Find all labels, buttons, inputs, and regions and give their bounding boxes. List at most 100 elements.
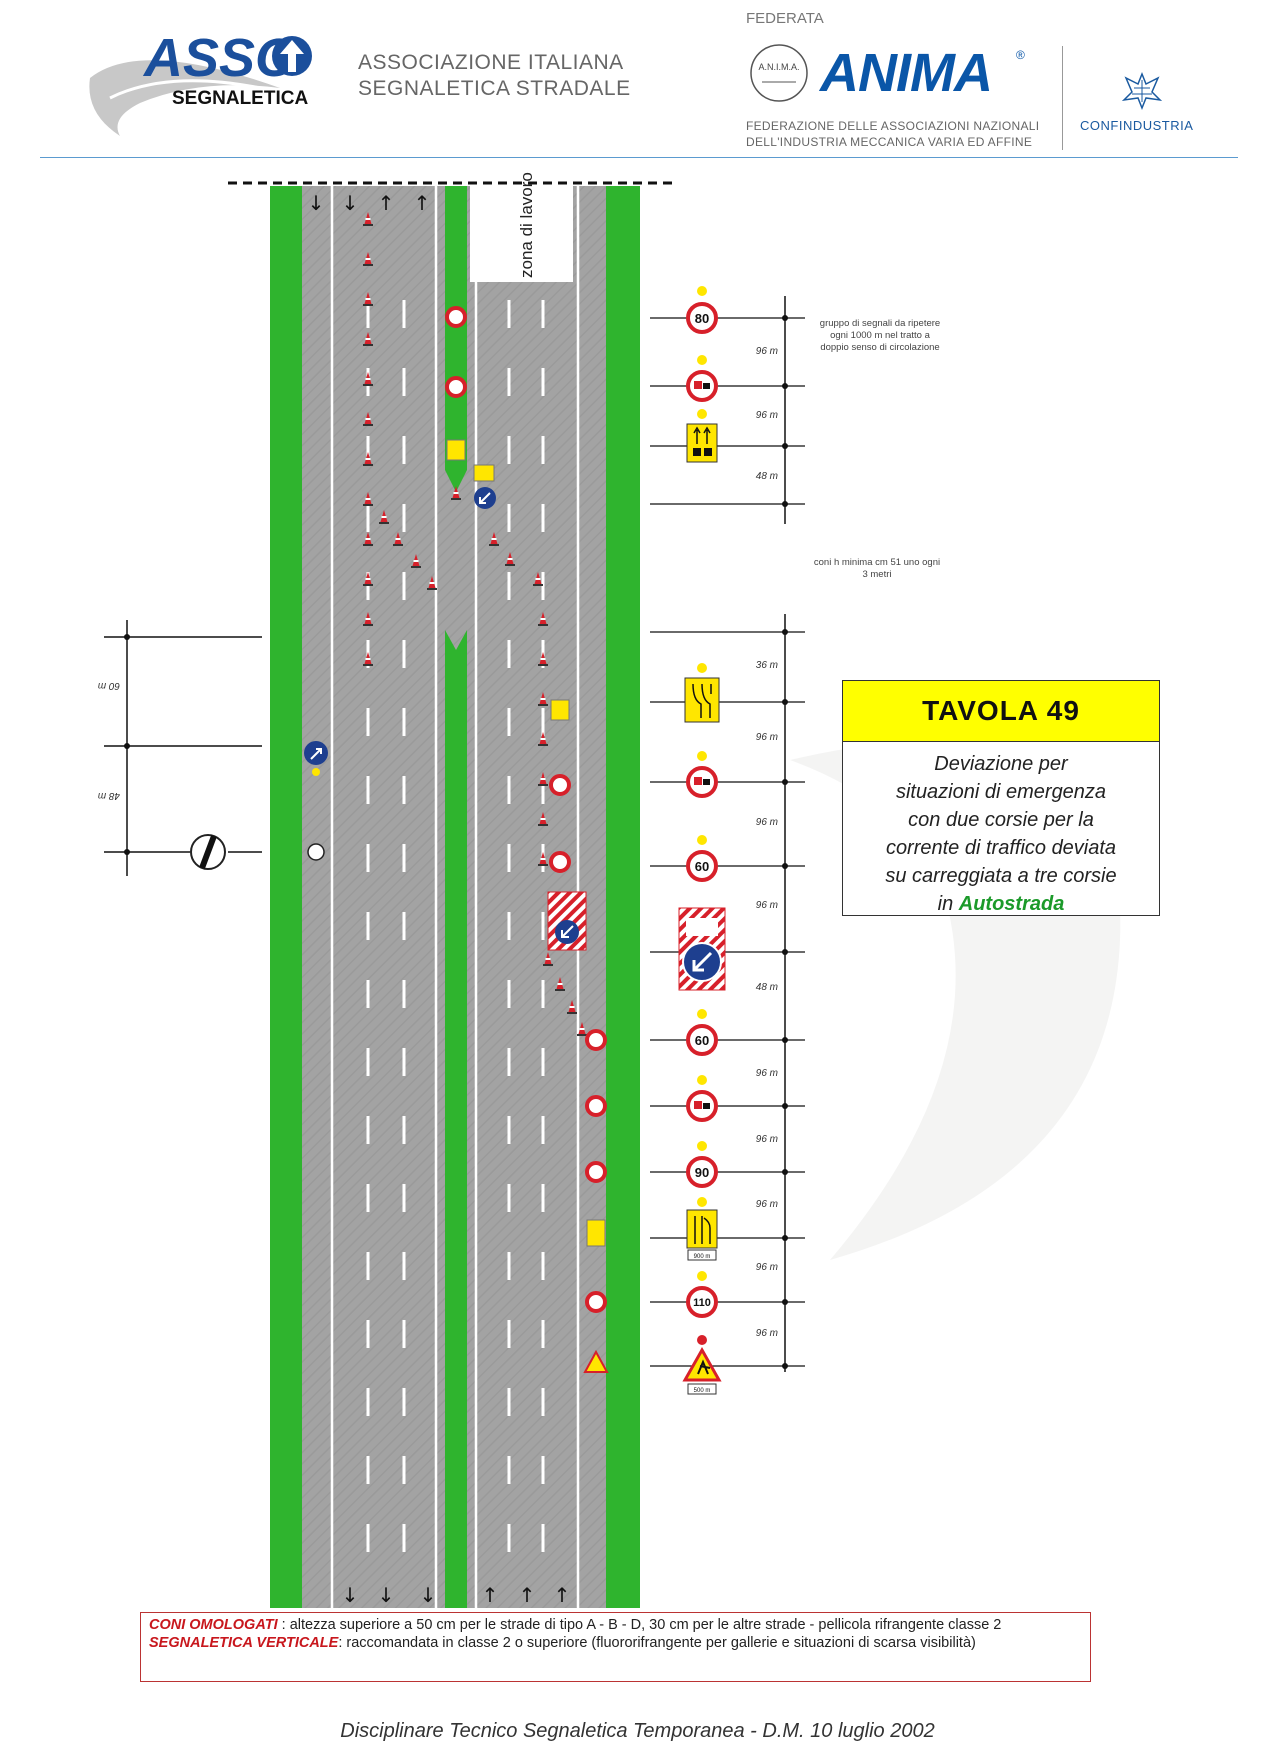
speed-limit-value: 60 (695, 859, 709, 874)
right-green-edge (606, 186, 640, 1608)
speed-limit-value: 110 (693, 1297, 711, 1309)
cone-stripe (540, 618, 546, 620)
cone-spacing-note: coni h minima cm 51 uno ogni 3 metri (813, 557, 941, 580)
direction-arrows-top: ↓ ↓ ↑ ↑ (308, 191, 431, 215)
cone-base (489, 544, 499, 546)
speed-limit-value: 60 (695, 1033, 709, 1048)
keep-left-arrow (692, 951, 713, 972)
crossover-gap (445, 470, 467, 650)
traffic-cone-icon (577, 1022, 587, 1036)
cone-base (363, 224, 373, 226)
keep-left-arrow (479, 492, 491, 504)
up-arrow-icon: ↑ (378, 191, 395, 215)
no-entry-sign-icon (445, 376, 467, 398)
cone-base (538, 704, 548, 706)
coni-note: CONI OMOLOGATI : altezza superiore a 50 … (149, 1617, 1002, 1633)
right-distance-labels: 96 m96 m48 m36 m96 m96 m96 m48 m96 m96 m… (756, 346, 778, 1339)
lane-shift-arrows (692, 683, 712, 718)
dimension-node (782, 1235, 788, 1241)
page-header: ASSO SEGNALETICA ASSOCIAZIONE ITALIANA S… (0, 0, 1275, 160)
cone-base (538, 864, 548, 866)
cone-stripe (365, 298, 371, 300)
traffic-cone-icon (538, 612, 548, 626)
dimension-node (782, 501, 788, 507)
anima-description: FEDERAZIONE DELLE ASSOCIAZIONI NAZIONALI… (746, 119, 1040, 149)
distance-plate (687, 1249, 717, 1261)
lane-reduction-arrows (694, 1216, 711, 1244)
cone-base (505, 564, 515, 566)
warning-lamp-icon (312, 768, 320, 776)
registered-mark: ® (1016, 48, 1025, 62)
cone-stripe (545, 958, 551, 960)
table-title-box: TAVOLA 49 Deviazione per situazioni di e… (842, 680, 1160, 916)
warning-lamp-icon (697, 286, 707, 296)
cone-stripe (381, 516, 387, 518)
cone-stripe (557, 983, 563, 985)
distance-plate-value: 500 m (694, 1388, 711, 1394)
cone-stripe (535, 578, 541, 580)
traffic-cone-icon (363, 612, 373, 626)
dimension-node (782, 1299, 788, 1305)
cone-stripe (413, 560, 419, 562)
distance-plate-value: 900 m (694, 1254, 711, 1260)
cone-base (379, 522, 389, 524)
down-arrow-icon: ↓ (378, 1583, 395, 1607)
warning-lamp-icon (697, 1075, 707, 1085)
cone-base (567, 1012, 577, 1014)
traffic-cone-icon (393, 532, 403, 546)
keep-right-arrow (310, 748, 322, 760)
cone-stripe (365, 498, 371, 500)
roadworks-triangle-icon (583, 1349, 609, 1373)
traffic-cone-icon (543, 952, 553, 966)
cone-base (363, 384, 373, 386)
dimension-node (782, 1363, 788, 1369)
right-distance-label: 96 m (756, 1134, 778, 1145)
right-distance-label: 96 m (756, 732, 778, 743)
cone-stripe (365, 418, 371, 420)
cone-stripe (365, 578, 371, 580)
right-distance-label: 48 m (756, 471, 778, 482)
repeat-group-note: gruppo di segnali da ripetere ogni 1000 … (819, 318, 941, 353)
dimension-node (124, 634, 130, 640)
truck-symbol (694, 1101, 702, 1109)
traffic-cone-icon (538, 852, 548, 866)
speed-limit-value: 80 (695, 311, 709, 326)
no-entry-sign-icon (585, 1291, 607, 1313)
cone-stripe (395, 538, 401, 540)
right-distance-label: 96 m (756, 1199, 778, 1210)
cone-base (363, 264, 373, 266)
traffic-cone-icon (363, 252, 373, 266)
traffic-cone-icon (363, 372, 373, 386)
cone-base (538, 744, 548, 746)
speed-limit-sign-icon (686, 850, 718, 882)
anima-wordmark: ANIMA (820, 43, 993, 103)
right-distance-label: 96 m (756, 1262, 778, 1273)
asso-segnaletica-logo: ASSO SEGNALETICA (89, 28, 312, 136)
sign-sequence: 80 60 60 (678, 286, 726, 1395)
cone-stripe (491, 538, 497, 540)
autostrada-label: Autostrada (958, 893, 1065, 915)
right-distance-label: 96 m (756, 1068, 778, 1079)
cone-base (363, 464, 373, 466)
left-distance-label: 48 m (98, 790, 120, 801)
right-distance-label: 96 m (756, 410, 778, 421)
traffic-cone-icon (363, 412, 373, 426)
speed-limit-sign-icon (686, 1286, 718, 1318)
up-arrow-icon: ↑ (554, 1583, 571, 1607)
no-entry-sign-icon (585, 1161, 607, 1183)
cone-stripe (365, 218, 371, 220)
logo-road-swoosh (89, 60, 280, 136)
warning-lamp-icon (697, 355, 707, 365)
direction-arrows-bottom: ↓ ↓ ↓ ↑ ↑ ↑ (342, 1583, 571, 1607)
cone-stripe (540, 698, 546, 700)
traffic-cone-icon (451, 486, 461, 500)
dimension-node (782, 949, 788, 955)
traffic-cone-icon (505, 552, 515, 566)
warning-lamp-icon (697, 835, 707, 845)
cone-stripe (365, 458, 371, 460)
lane-arrows (693, 426, 711, 444)
end-sign-icon (307, 843, 325, 861)
left-distance-label: 60 m (98, 680, 120, 691)
car-symbol (703, 1103, 710, 1109)
cone-base (427, 588, 437, 590)
